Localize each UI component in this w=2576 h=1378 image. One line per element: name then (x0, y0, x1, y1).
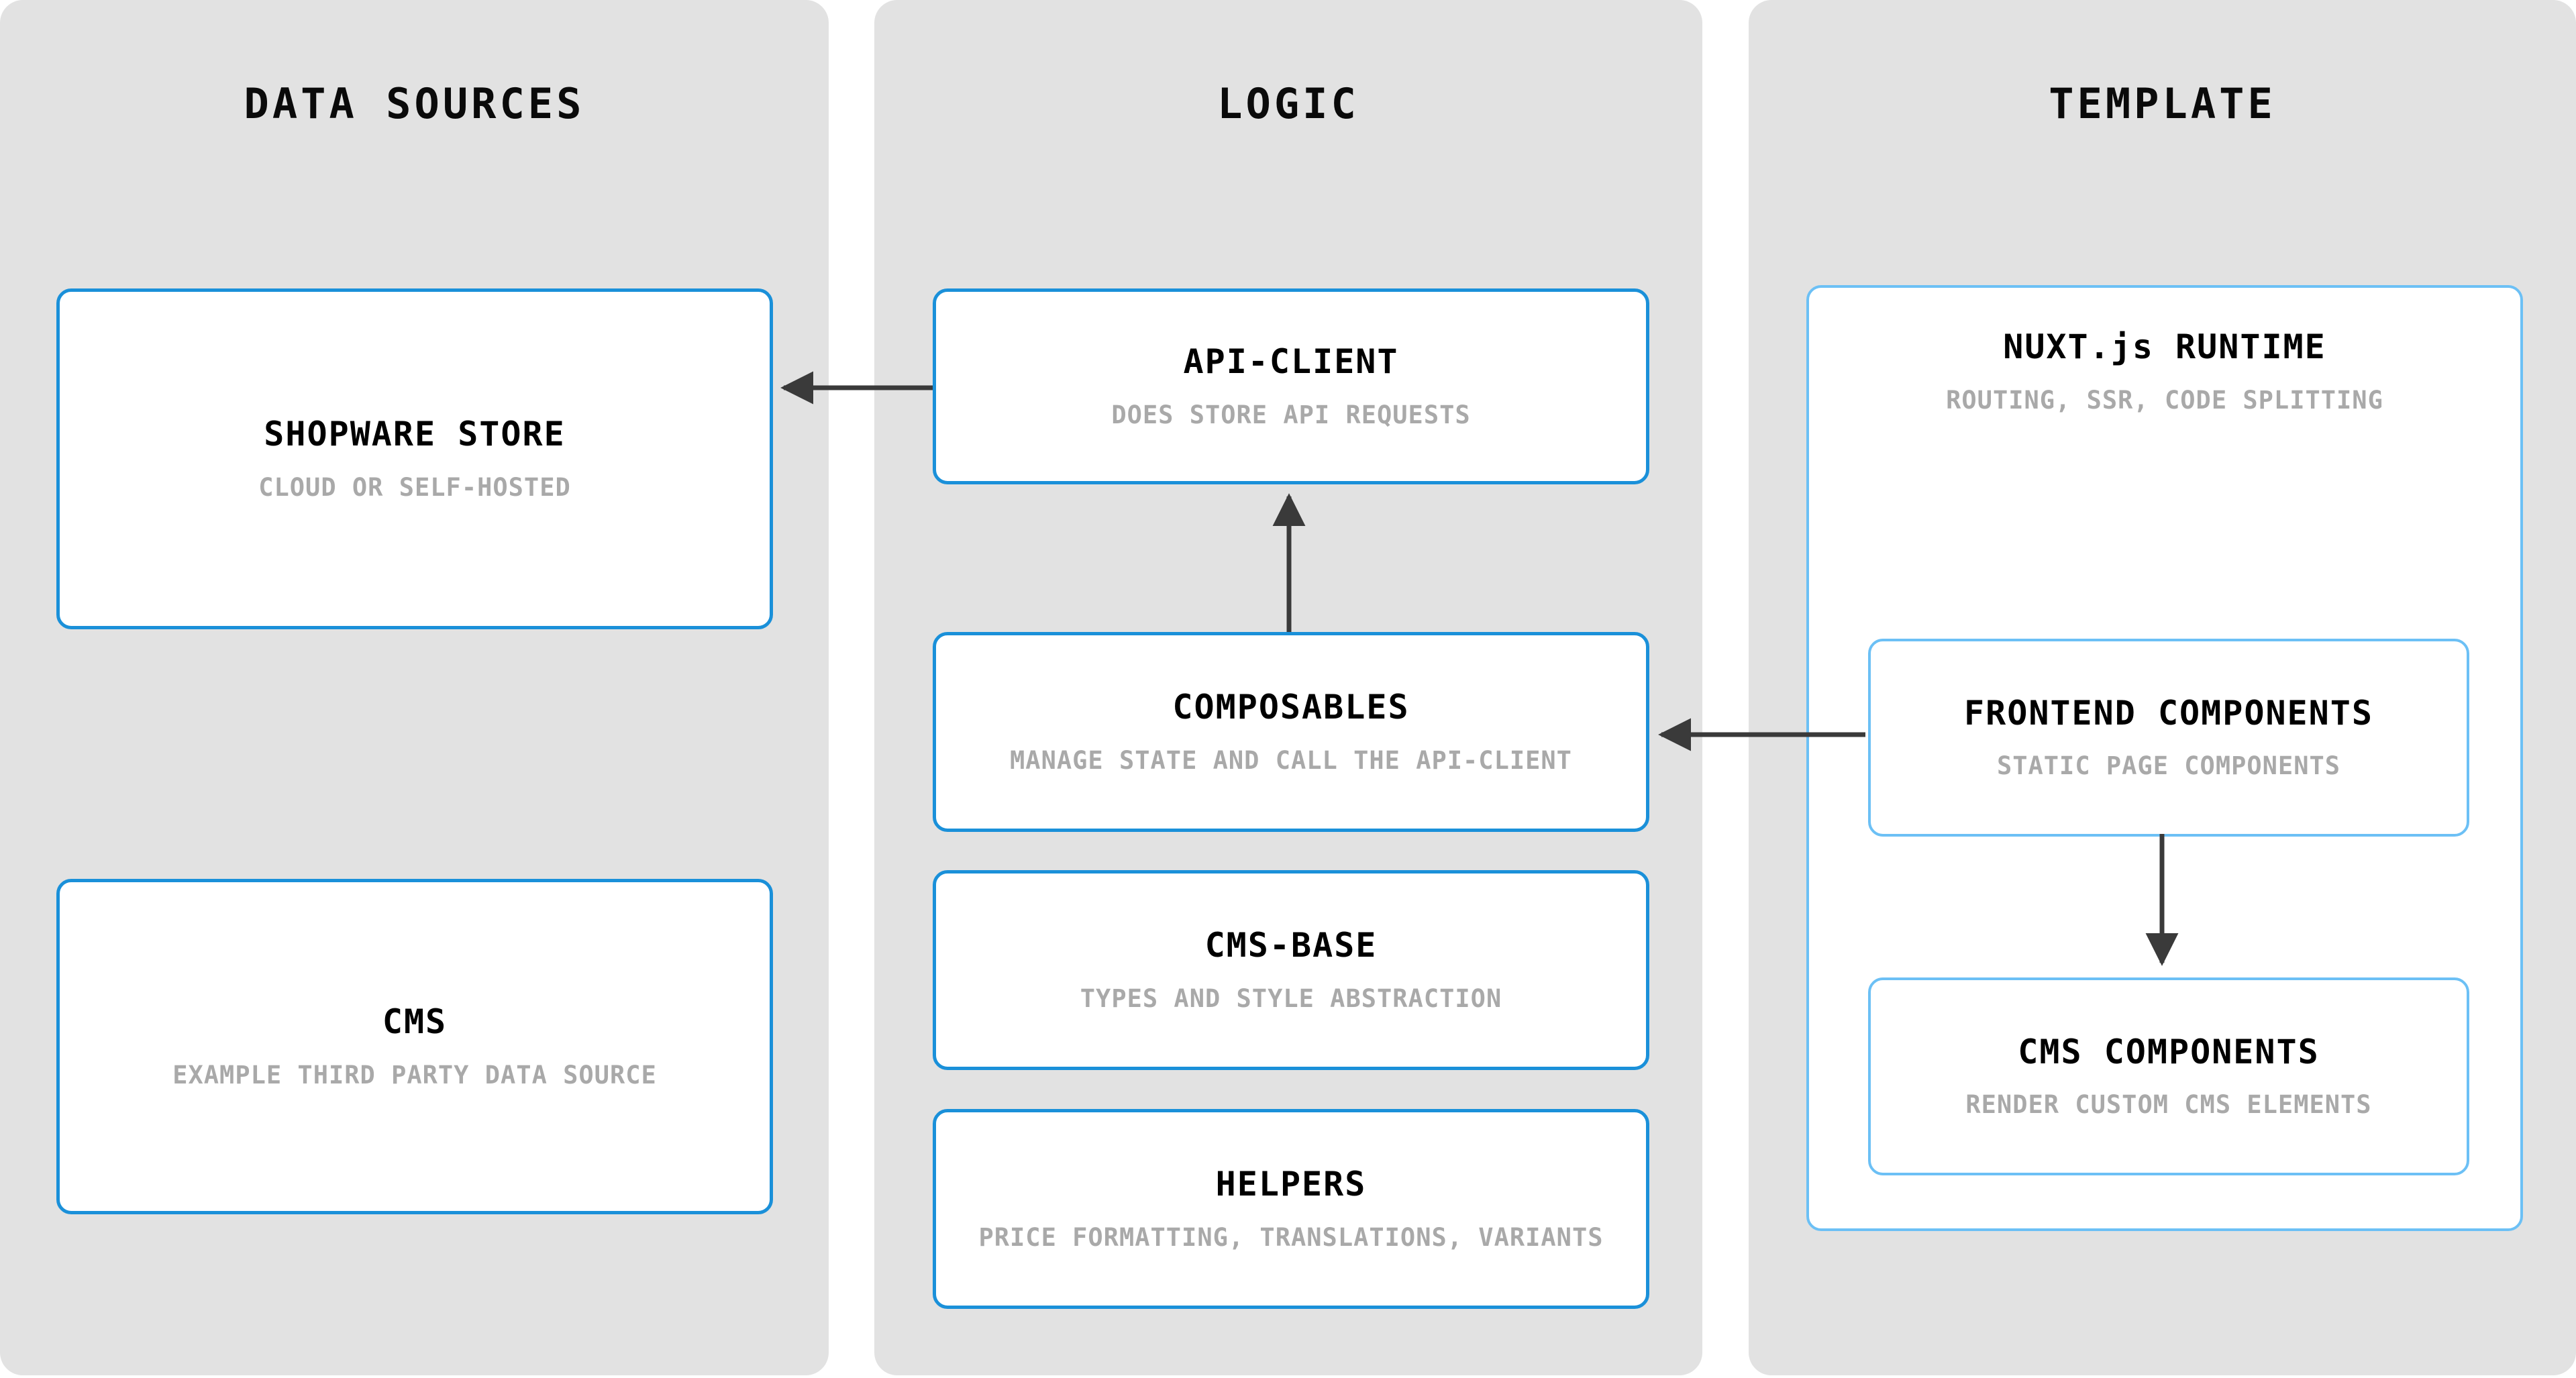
lane-title-template: TEMPLATE (2049, 79, 2276, 128)
node-cms-base[interactable]: CMS-BASE TYPES AND STYLE ABSTRACTION (933, 870, 1649, 1070)
node-composables[interactable]: COMPOSABLES MANAGE STATE AND CALL THE AP… (933, 632, 1649, 832)
node-cms-subtitle: EXAMPLE THIRD PARTY DATA SOURCE (172, 1060, 657, 1090)
node-cms-base-subtitle: TYPES AND STYLE ABSTRACTION (1080, 984, 1502, 1013)
lane-title-logic: LOGIC (1217, 79, 1359, 128)
node-nuxt-runtime-header: NUXT.js RUNTIME ROUTING, SSR, CODE SPLIT… (1809, 329, 2520, 413)
node-api-client-title: API-CLIENT (1183, 342, 1399, 382)
node-cms-title: CMS (382, 1002, 448, 1042)
node-helpers-title: HELPERS (1215, 1165, 1367, 1204)
node-helpers-subtitle: PRICE FORMATTING, TRANSLATIONS, VARIANTS (978, 1222, 1604, 1252)
node-frontend-components-subtitle: STATIC PAGE COMPONENTS (1996, 751, 2341, 781)
node-nuxt-runtime-title: NUXT.js RUNTIME (2003, 327, 2326, 366)
node-nuxt-runtime-subtitle: ROUTING, SSR, CODE SPLITTING (1946, 385, 2383, 415)
node-cms[interactable]: CMS EXAMPLE THIRD PARTY DATA SOURCE (56, 879, 773, 1214)
node-shopware-store-subtitle: CLOUD OR SELF-HOSTED (258, 472, 571, 502)
node-composables-title: COMPOSABLES (1172, 688, 1410, 727)
node-api-client[interactable]: API-CLIENT DOES STORE API REQUESTS (933, 288, 1649, 484)
node-shopware-store-title: SHOPWARE STORE (264, 415, 566, 454)
node-api-client-subtitle: DOES STORE API REQUESTS (1111, 400, 1471, 429)
node-nuxt-runtime[interactable]: NUXT.js RUNTIME ROUTING, SSR, CODE SPLIT… (1806, 285, 2523, 1231)
node-composables-subtitle: MANAGE STATE AND CALL THE API-CLIENT (1010, 745, 1572, 775)
node-shopware-store[interactable]: SHOPWARE STORE CLOUD OR SELF-HOSTED (56, 288, 773, 629)
node-cms-components-subtitle: RENDER CUSTOM CMS ELEMENTS (1965, 1090, 2372, 1120)
node-cms-base-title: CMS-BASE (1204, 926, 1378, 965)
node-frontend-components[interactable]: FRONTEND COMPONENTS STATIC PAGE COMPONEN… (1868, 639, 2469, 837)
lane-title-data-sources: DATA SOURCES (244, 79, 585, 128)
node-cms-components[interactable]: CMS COMPONENTS RENDER CUSTOM CMS ELEMENT… (1868, 977, 2469, 1175)
node-cms-components-title: CMS COMPONENTS (2018, 1032, 2320, 1071)
node-frontend-components-title: FRONTEND COMPONENTS (1964, 693, 2373, 733)
node-helpers[interactable]: HELPERS PRICE FORMATTING, TRANSLATIONS, … (933, 1109, 1649, 1309)
